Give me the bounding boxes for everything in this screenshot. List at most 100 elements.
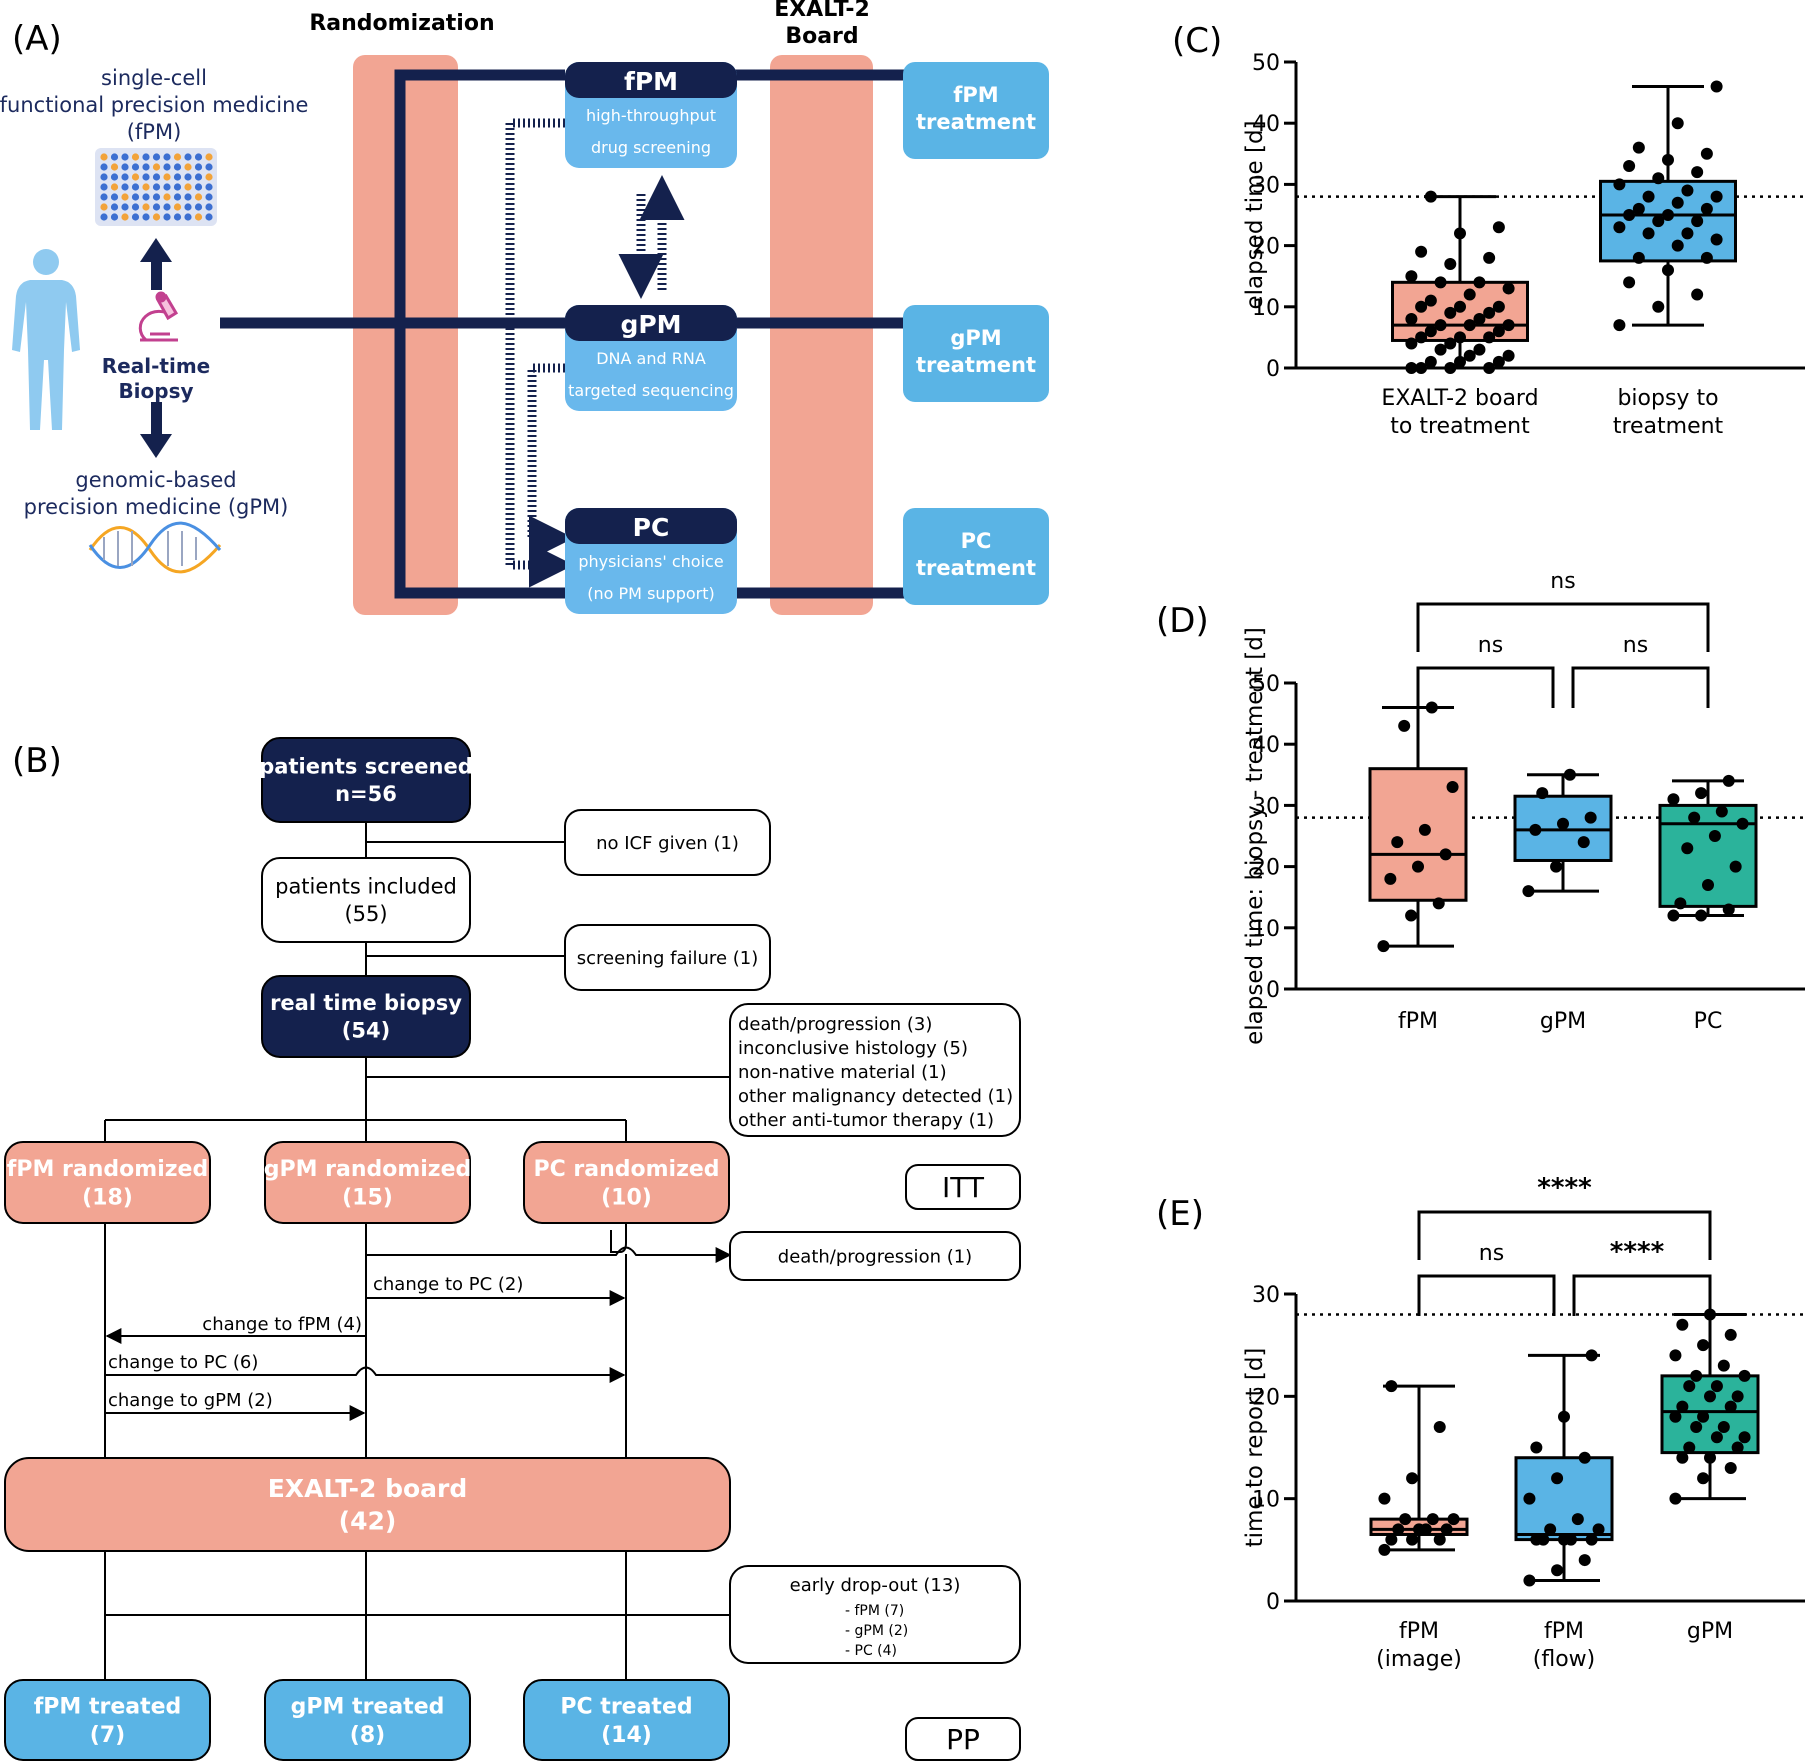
arm-title: PC [633, 513, 670, 542]
data-point [1674, 897, 1687, 910]
treatment-label-line1: PC [961, 529, 992, 553]
well-dot [152, 203, 161, 211]
well-dot [152, 193, 161, 201]
treatment-box-pc: PC treatment [903, 508, 1049, 605]
well-dot [100, 153, 108, 161]
arm-box-header [565, 508, 737, 544]
well-dot [173, 193, 182, 201]
data-point [1440, 1523, 1453, 1536]
data-point [1697, 1339, 1710, 1352]
randomization-label: Randomization [309, 11, 494, 36]
data-point [1530, 1441, 1543, 1454]
pp-box-text: PP [946, 1723, 980, 1756]
data-point [1444, 362, 1457, 374]
well-dot [163, 163, 171, 171]
well-dot [184, 183, 192, 191]
data-point [1522, 885, 1535, 898]
data-point [1613, 221, 1626, 234]
well-dot [205, 163, 213, 171]
data-point [1418, 823, 1431, 836]
itt-box-body [905, 1164, 1021, 1210]
included-box: patients included(55) [261, 857, 471, 943]
data-point [1584, 811, 1597, 824]
y-tick-label: 10 [1252, 296, 1280, 321]
data-point [1623, 276, 1636, 289]
data-point [1424, 190, 1437, 203]
data-point [1704, 1451, 1716, 1464]
well-dot [184, 163, 192, 171]
data-point [1406, 1472, 1419, 1485]
data-point [1405, 909, 1418, 922]
well-dot [142, 153, 150, 161]
data-point [1424, 294, 1437, 307]
randomized-box-0: fPM randomized(18) [4, 1141, 211, 1224]
itt-box-text: ITT [942, 1171, 985, 1204]
y-tick-label: 30 [1252, 1283, 1280, 1308]
included-box-body [261, 857, 471, 943]
well-dot [163, 203, 171, 211]
category-label: fPM [1544, 1619, 1584, 1644]
data-point [1738, 1431, 1751, 1444]
well-dot [100, 213, 108, 221]
biopsy-box-body [261, 975, 471, 1058]
screen-fail-box-text: screening failure (1) [577, 948, 758, 969]
data-point [1695, 909, 1708, 922]
change-labels: change to PC (2)change to fPM (4)change … [108, 1274, 523, 1411]
data-point [1704, 1390, 1716, 1403]
well-dot [173, 213, 182, 221]
y-tick-label: 20 [1252, 235, 1280, 260]
no-icf-box: no ICF given (1) [564, 809, 771, 876]
data-point [1571, 1513, 1584, 1526]
data-point [1578, 1554, 1591, 1567]
screened-box-body [261, 737, 471, 823]
data-point [1492, 355, 1505, 368]
randomized-box-0-text: (18) [82, 1186, 133, 1211]
well-dot [142, 203, 150, 211]
randomized-box-1-text: gPM randomized [264, 1157, 472, 1182]
data-point [1585, 1349, 1598, 1362]
data-point [1722, 774, 1735, 787]
well-dot [100, 173, 108, 181]
significance-bracket [1416, 602, 1710, 652]
well-dot [142, 163, 150, 171]
board-column [770, 55, 873, 615]
data-point [1425, 701, 1438, 714]
treatment-label-line2: treatment [916, 556, 1036, 580]
data-point [1483, 331, 1496, 344]
well-dot [110, 203, 119, 211]
box-group: fPM(image) [1369, 1380, 1469, 1672]
biopsy-down-arrow [140, 402, 172, 458]
fpm-desc-line1: single-cell [101, 66, 207, 90]
well-dot [184, 173, 192, 181]
dropout-item: - fPM (7) [845, 1603, 904, 1619]
well-dot [142, 193, 150, 201]
exclusion-item: other anti-tumor therapy (1) [738, 1110, 994, 1131]
data-point [1399, 1513, 1412, 1526]
significance-bracket [1416, 666, 1555, 708]
dna-icon [88, 521, 222, 574]
well-dot [142, 173, 150, 181]
data-point [1691, 288, 1704, 301]
data-point [1669, 1492, 1682, 1505]
panel-label-c: (C) [1172, 21, 1222, 61]
well-dot [110, 173, 119, 181]
significance-label: ns [1479, 1241, 1504, 1266]
treated-box-2-body [523, 1679, 730, 1761]
dropout-title: early drop-out (13) [790, 1575, 961, 1596]
data-point [1669, 1410, 1682, 1423]
data-point [1724, 1328, 1737, 1341]
well-dot [184, 153, 192, 161]
exclusion-item: inconclusive histology (5) [738, 1038, 968, 1059]
data-point [1536, 787, 1549, 800]
data-point [1463, 319, 1476, 332]
treated-box-2-text: (14) [601, 1723, 652, 1748]
treatment-label-line2: treatment [916, 110, 1036, 134]
box-group: fPM(flow) [1514, 1349, 1614, 1672]
well-dot [205, 213, 213, 221]
data-point [1691, 215, 1704, 228]
well-dot [184, 193, 192, 201]
well-dot [121, 203, 129, 211]
y-tick-label: 20 [1252, 856, 1280, 881]
